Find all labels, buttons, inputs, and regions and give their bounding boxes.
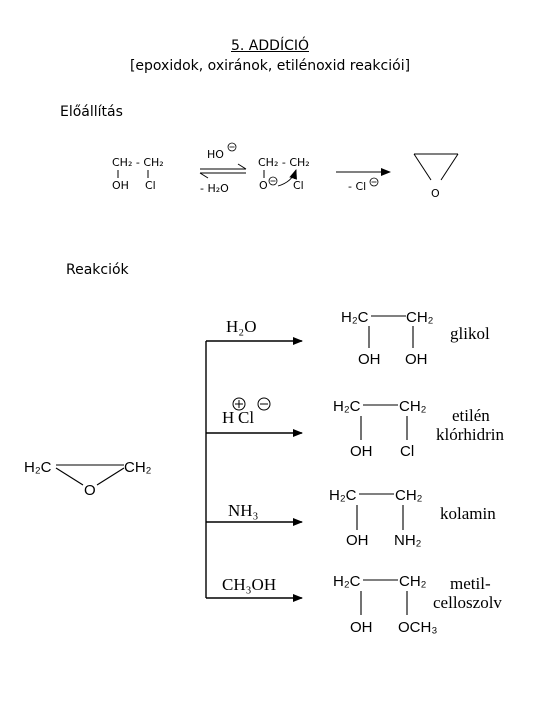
product-name-line1: etilén bbox=[452, 406, 490, 425]
product-name-line1: metil- bbox=[450, 574, 491, 593]
sub-left: OH bbox=[350, 619, 373, 636]
product-name-line2: klórhidrin bbox=[436, 425, 504, 444]
preparation-scheme: CH₂ - CH₂ OH Cl HO - H₂O CH₂ - CH₂ O Cl bbox=[112, 142, 459, 200]
product-right: CH₂ bbox=[399, 573, 427, 590]
epoxide-oxygen: O bbox=[431, 187, 440, 200]
product-name: kolamin bbox=[440, 504, 496, 523]
curved-arrow-icon bbox=[277, 169, 297, 187]
page-subtitle: [epoxidok, oxiránok, etilénoxid reakciói… bbox=[129, 58, 411, 74]
sub-left: OH bbox=[350, 443, 373, 460]
product-name: glikol bbox=[450, 324, 490, 343]
reagent-h: H bbox=[222, 408, 234, 427]
sub-right: NH₂ bbox=[394, 532, 422, 549]
intermediate-o: O bbox=[259, 179, 268, 192]
reaction-water: H₂O H₂C CH₂ OH OH glikol bbox=[206, 309, 490, 368]
equilibrium-arrow: HO - H₂O bbox=[199, 142, 247, 195]
product-right: CH₂ bbox=[395, 487, 423, 504]
intermediate-formula: CH₂ - CH₂ bbox=[258, 156, 310, 169]
minus-water: - H₂O bbox=[200, 182, 229, 195]
product-right: CH₂ bbox=[399, 398, 427, 415]
intermediate-cl: Cl bbox=[293, 179, 304, 192]
product-left: H₂C bbox=[341, 309, 369, 326]
section-heading-reactions: Reakciók bbox=[66, 262, 129, 278]
charge-plus-icon bbox=[232, 397, 246, 411]
reaction-methanol: CH₃OH H₂C CH₂ OH OCH₃ metil- celloszolv bbox=[206, 573, 502, 636]
product-left: H₂C bbox=[333, 573, 361, 590]
reagent-label: CH₃OH bbox=[222, 575, 276, 594]
charge-minus-icon bbox=[257, 397, 271, 411]
charge-minus-icon bbox=[369, 177, 379, 187]
charge-minus-icon bbox=[227, 142, 237, 152]
reaction-ammonia: NH₃ H₂C CH₂ OH NH₂ kolamin bbox=[206, 487, 496, 549]
ethylene-oxide: H₂C CH₂ O bbox=[24, 459, 152, 499]
minus-chloride: - Cl bbox=[348, 180, 366, 193]
reagent-hydroxide: HO bbox=[207, 148, 224, 161]
reagent-label: H₂O bbox=[226, 317, 256, 336]
sub-right: OH bbox=[405, 351, 428, 368]
sub-left: OH bbox=[358, 351, 381, 368]
product-right: CH₂ bbox=[406, 309, 434, 326]
product-left: H₂C bbox=[333, 398, 361, 415]
product-left: H₂C bbox=[329, 487, 357, 504]
reaction-hcl: H Cl H₂C CH₂ OH Cl etilén klórhidrin bbox=[206, 397, 504, 460]
ring-closure-arrow: - Cl bbox=[336, 168, 391, 193]
sub-right: OCH₃ bbox=[398, 619, 437, 636]
epoxide-product: O bbox=[413, 153, 459, 200]
sub-right: Cl bbox=[400, 443, 414, 460]
reaction-scheme: H₂C CH₂ O H₂O H₂C CH₂ OH OH glikol H Cl bbox=[24, 309, 504, 636]
start-formula: CH₂ - CH₂ bbox=[112, 156, 164, 169]
charge-minus-icon bbox=[268, 176, 278, 186]
reagent-label: NH₃ bbox=[228, 501, 259, 520]
start-oh: OH bbox=[112, 179, 129, 192]
start-cl: Cl bbox=[145, 179, 156, 192]
epoxide-oxygen: O bbox=[84, 482, 96, 499]
epoxide-left: H₂C bbox=[24, 459, 52, 476]
epoxide-right: CH₂ bbox=[124, 459, 152, 476]
chlorohydrin-start: CH₂ - CH₂ OH Cl bbox=[112, 156, 164, 192]
sub-left: OH bbox=[346, 532, 369, 549]
section-heading-preparation: Előállítás bbox=[60, 104, 123, 120]
page-title: 5. ADDÍCIÓ bbox=[231, 38, 309, 54]
product-name-line2: celloszolv bbox=[433, 593, 502, 612]
alkoxide-intermediate: CH₂ - CH₂ O Cl bbox=[258, 156, 310, 192]
reagent-cl: Cl bbox=[238, 408, 254, 427]
